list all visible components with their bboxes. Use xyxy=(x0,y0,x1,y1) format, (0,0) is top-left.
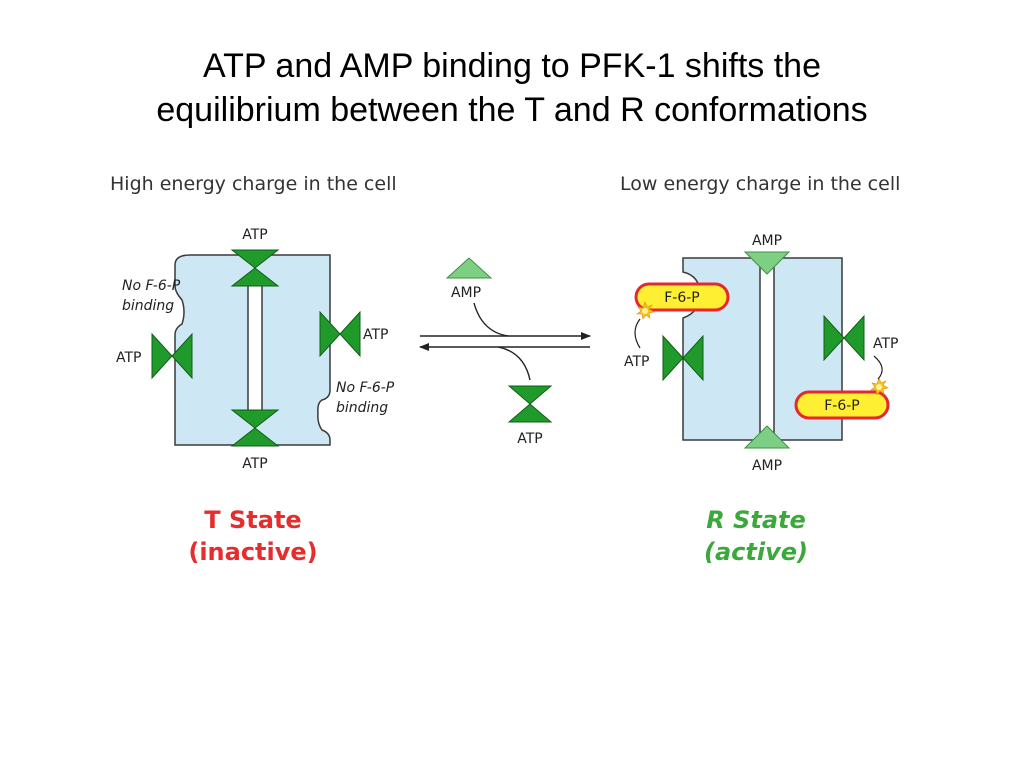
title-line-1: ATP and AMP binding to PFK-1 shifts the xyxy=(202,47,821,85)
r-state-name: R State xyxy=(706,506,806,534)
atp-uptake-curve xyxy=(497,346,531,381)
amp-bottom-triangle xyxy=(743,425,791,449)
t-no-f6p-left-line1: No F-6-P xyxy=(122,278,181,294)
mid-atp-label: ATP xyxy=(517,431,542,447)
t-state-name: T State xyxy=(204,506,301,534)
t-state-desc: (inactive) xyxy=(188,538,317,566)
atp-top-bowtie xyxy=(230,249,280,287)
title-line-2: equilibrium between the T and R conforma… xyxy=(156,91,868,129)
amp-free-triangle xyxy=(445,257,493,279)
t-no-f6p-right-line1: No F-6-P xyxy=(336,380,395,396)
t-atp-top-label: ATP xyxy=(242,227,267,243)
r-atp-right-label: ATP xyxy=(873,336,898,352)
f6p-bottom-label: F-6-P xyxy=(824,398,860,414)
f6p-bottom-pill: F-6-P xyxy=(794,390,890,420)
t-atp-left-label: ATP xyxy=(116,350,141,366)
sparkle-bottom-icon xyxy=(870,377,889,396)
atp-right-bowtie xyxy=(319,310,361,358)
atp-left-bowtie xyxy=(151,332,193,380)
t-atp-bottom-label: ATP xyxy=(242,456,267,472)
mid-amp-label: AMP xyxy=(451,285,481,301)
r-atp-right-bowtie xyxy=(823,314,865,362)
t-no-f6p-right-line2: binding xyxy=(336,400,388,416)
sparkle-bottom-curve xyxy=(873,355,883,380)
amp-top-triangle xyxy=(743,251,791,275)
r-amp-top-label: AMP xyxy=(752,233,782,249)
r-atp-left-label: ATP xyxy=(624,354,649,370)
t-no-f6p-left-line2: binding xyxy=(122,298,174,314)
r-state-desc: (active) xyxy=(704,538,808,566)
slide-title: ATP and AMP binding to PFK-1 shifts the … xyxy=(0,44,1024,132)
t-atp-right-label: ATP xyxy=(363,327,388,343)
r-atp-left-bowtie xyxy=(662,334,704,382)
left-heading: High energy charge in the cell xyxy=(110,173,397,195)
t-state-cleft xyxy=(247,283,263,414)
right-heading: Low energy charge in the cell xyxy=(620,173,900,195)
atp-free-bowtie xyxy=(507,385,553,423)
atp-bottom-bowtie xyxy=(230,409,280,447)
sparkle-top-curve xyxy=(634,318,641,349)
f6p-top-label: F-6-P xyxy=(664,290,700,306)
sparkle-top-icon xyxy=(636,301,655,320)
r-amp-bottom-label: AMP xyxy=(752,458,782,474)
f6p-top-pill: F-6-P xyxy=(634,282,730,312)
amp-uptake-curve xyxy=(473,302,509,337)
